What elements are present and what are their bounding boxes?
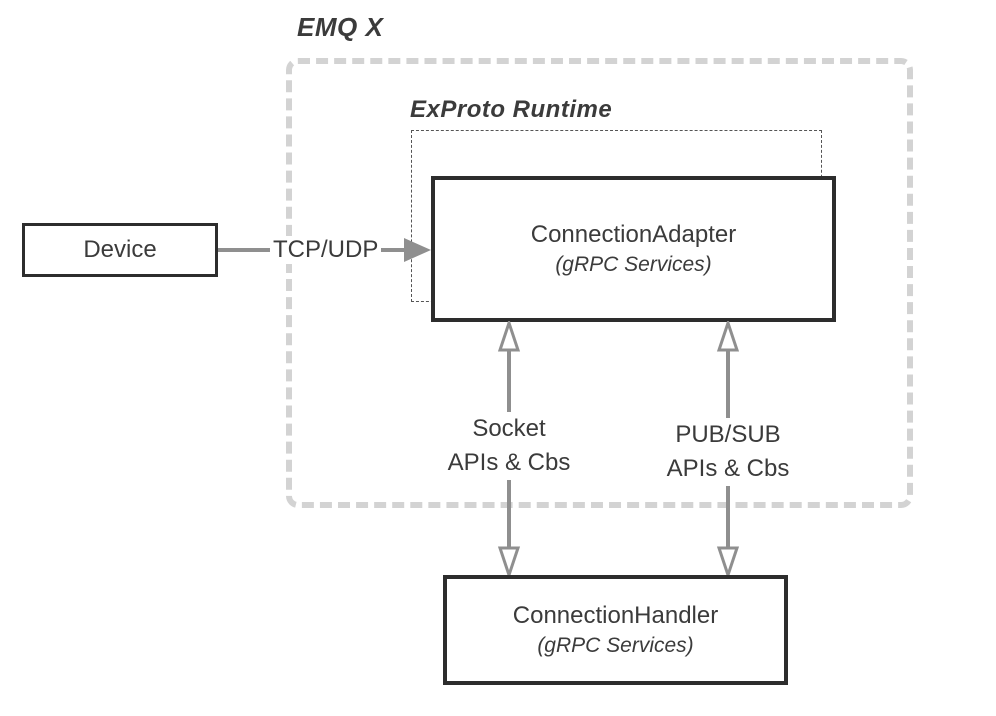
pubsub-edge-label-line2: APIs & Cbs bbox=[666, 455, 790, 482]
device-node: Device bbox=[22, 223, 218, 277]
pubsub-edge-label: PUB/SUB APIs & Cbs bbox=[643, 418, 813, 486]
socket-arrowhead-down-icon bbox=[497, 546, 521, 577]
connection-handler-title: ConnectionHandler bbox=[512, 601, 719, 629]
exproto-runtime-label: ExProto Runtime bbox=[410, 96, 613, 123]
connection-adapter-node: ConnectionAdapter (gRPC Services) bbox=[431, 176, 836, 322]
socket-edge-label-line2: APIs & Cbs bbox=[447, 449, 571, 476]
connection-handler-node: ConnectionHandler (gRPC Services) bbox=[443, 575, 788, 685]
tcp-udp-arrowhead-icon bbox=[404, 238, 431, 262]
pubsub-arrowhead-down-icon bbox=[716, 546, 740, 577]
connection-adapter-subtitle: (gRPC Services) bbox=[555, 253, 712, 277]
connection-adapter-title: ConnectionAdapter bbox=[530, 220, 737, 248]
pubsub-edge-label-line1: PUB/SUB bbox=[675, 421, 781, 448]
socket-edge-label: Socket APIs & Cbs bbox=[424, 412, 594, 480]
connection-handler-subtitle: (gRPC Services) bbox=[537, 634, 694, 658]
pubsub-arrowhead-up-icon bbox=[716, 321, 740, 352]
socket-edge-label-line1: Socket bbox=[472, 415, 546, 442]
emqx-container-label: EMQ X bbox=[297, 12, 384, 42]
device-label: Device bbox=[83, 235, 157, 263]
emqx-container-box bbox=[286, 58, 913, 508]
tcp-udp-edge-label: TCP/UDP bbox=[270, 236, 382, 264]
socket-arrowhead-up-icon bbox=[497, 321, 521, 352]
